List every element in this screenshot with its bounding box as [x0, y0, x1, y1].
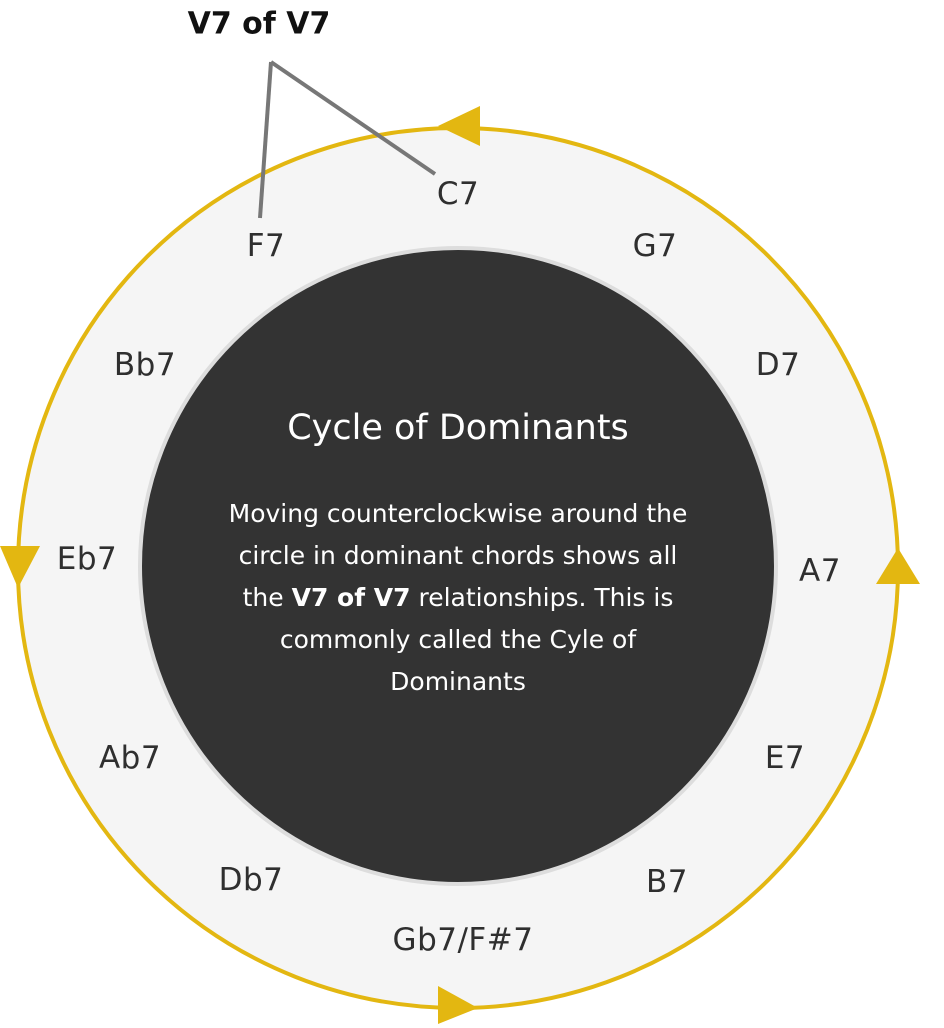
- center-description: Moving counterclockwise around the circl…: [218, 493, 698, 703]
- arrow-bottom-icon: [438, 986, 478, 1024]
- chord-e7: E7: [764, 740, 806, 776]
- arrow-top-icon: [438, 106, 480, 146]
- center-title: Cycle of Dominants: [287, 408, 629, 448]
- chord-d7: D7: [755, 347, 801, 383]
- chord-gb7: Gb7/F#7: [392, 922, 534, 958]
- chord-f7: F7: [246, 228, 286, 264]
- chord-b7: B7: [646, 864, 688, 900]
- chord-ab7: Ab7: [98, 740, 162, 776]
- chord-c7: C7: [436, 176, 480, 212]
- center-circle: [138, 246, 778, 886]
- callout-line-f7: [258, 61, 273, 219]
- chord-g7: G7: [632, 228, 678, 264]
- arrow-left-icon: [0, 546, 40, 588]
- chord-eb7: Eb7: [56, 541, 118, 577]
- callout-line-c7: [269, 60, 437, 176]
- arrow-right-icon: [876, 548, 920, 584]
- center-text-after: relationships. This is commonly called t…: [279, 583, 674, 696]
- chord-a7: A7: [799, 553, 841, 589]
- center-text-before: Moving counterclockwise around the circl…: [228, 499, 688, 612]
- chord-db7: Db7: [218, 862, 284, 898]
- callout-label: V7 of V7: [187, 6, 331, 42]
- chord-bb7: Bb7: [113, 347, 177, 383]
- center-text-bold: V7 of V7: [291, 583, 411, 612]
